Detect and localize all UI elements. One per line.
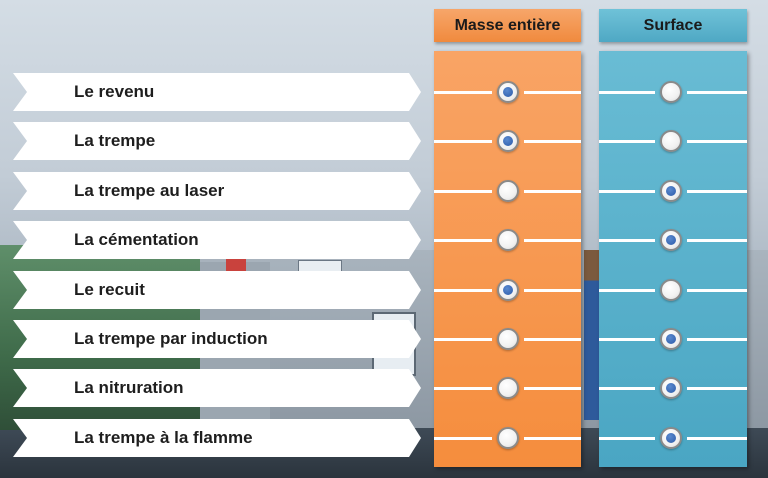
- connector-line: [687, 190, 747, 193]
- radio-masse-row-5-radio-button-icon[interactable]: [497, 279, 519, 301]
- connector-line: [524, 338, 581, 341]
- row-label: La trempe à la flamme: [13, 419, 421, 457]
- connector-line: [687, 239, 747, 242]
- connector-line: [687, 289, 747, 292]
- radio-surface-row-8-radio-button-icon[interactable]: [660, 427, 682, 449]
- radio-surface-row-3-radio-button-icon[interactable]: [660, 180, 682, 202]
- connector-line: [434, 437, 492, 440]
- radio-selected-dot-icon: [503, 136, 513, 146]
- radio-selected-dot-icon: [503, 87, 513, 97]
- row-label: La trempe: [13, 122, 421, 160]
- connector-line: [434, 239, 492, 242]
- radio-masse-row-8-radio-button-icon[interactable]: [497, 427, 519, 449]
- radio-surface-row-4-radio-button-icon[interactable]: [660, 229, 682, 251]
- row-label-text: Le recuit: [74, 280, 145, 299]
- radio-selected-dot-icon: [666, 235, 676, 245]
- connector-line: [434, 140, 492, 143]
- connector-line: [599, 289, 655, 292]
- radio-surface-row-6-radio-button-icon[interactable]: [660, 328, 682, 350]
- background-warning-sign: [226, 258, 246, 272]
- row-label-text: La trempe: [74, 131, 156, 150]
- connector-line: [687, 338, 747, 341]
- connector-line: [599, 437, 655, 440]
- radio-masse-row-2-radio-button-icon[interactable]: [497, 130, 519, 152]
- connector-line: [524, 190, 581, 193]
- connector-line: [524, 387, 581, 390]
- radio-selected-dot-icon: [666, 186, 676, 196]
- row-label-text: Le revenu: [74, 82, 155, 101]
- connector-line: [524, 140, 581, 143]
- connector-line: [524, 239, 581, 242]
- connector-line: [687, 91, 747, 94]
- connector-line: [687, 437, 747, 440]
- row-label: La trempe par induction: [13, 320, 421, 358]
- connector-line: [434, 338, 492, 341]
- connector-line: [524, 289, 581, 292]
- connector-line: [434, 190, 492, 193]
- row-label: Le revenu: [13, 73, 421, 111]
- radio-selected-dot-icon: [503, 285, 513, 295]
- row-label: La trempe au laser: [13, 172, 421, 210]
- radio-surface-row-1-radio-button-icon[interactable]: [660, 81, 682, 103]
- radio-masse-row-3-radio-button-icon[interactable]: [497, 180, 519, 202]
- connector-line: [434, 289, 492, 292]
- connector-line: [524, 437, 581, 440]
- radio-selected-dot-icon: [666, 383, 676, 393]
- radio-surface-row-7-radio-button-icon[interactable]: [660, 377, 682, 399]
- connector-line: [687, 387, 747, 390]
- background-worker: [584, 250, 600, 420]
- connector-line: [524, 91, 581, 94]
- row-label-text: La trempe à la flamme: [74, 428, 253, 447]
- column-surface: [599, 51, 747, 467]
- radio-masse-row-6-radio-button-icon[interactable]: [497, 328, 519, 350]
- connector-line: [599, 140, 655, 143]
- radio-masse-row-4-radio-button-icon[interactable]: [497, 229, 519, 251]
- column-header-surface: Surface: [599, 9, 747, 42]
- connector-line: [434, 387, 492, 390]
- connector-line: [434, 91, 492, 94]
- radio-surface-row-2-radio-button-icon[interactable]: [660, 130, 682, 152]
- row-label-text: La trempe par induction: [74, 329, 268, 348]
- row-label: La cémentation: [13, 221, 421, 259]
- radio-selected-dot-icon: [666, 334, 676, 344]
- row-label-text: La cémentation: [74, 230, 199, 249]
- row-label: La nitruration: [13, 369, 421, 407]
- radio-surface-row-5-radio-button-icon[interactable]: [660, 279, 682, 301]
- column-masse-entiere: [434, 51, 581, 467]
- radio-selected-dot-icon: [666, 433, 676, 443]
- row-label: Le recuit: [13, 271, 421, 309]
- radio-masse-row-1-radio-button-icon[interactable]: [497, 81, 519, 103]
- connector-line: [599, 190, 655, 193]
- connector-line: [599, 387, 655, 390]
- row-label-text: La nitruration: [74, 378, 184, 397]
- connector-line: [599, 239, 655, 242]
- radio-masse-row-7-radio-button-icon[interactable]: [497, 377, 519, 399]
- row-label-text: La trempe au laser: [74, 181, 225, 200]
- connector-line: [599, 338, 655, 341]
- connector-line: [599, 91, 655, 94]
- connector-line: [687, 140, 747, 143]
- column-header-masse-entiere: Masse entière: [434, 9, 581, 42]
